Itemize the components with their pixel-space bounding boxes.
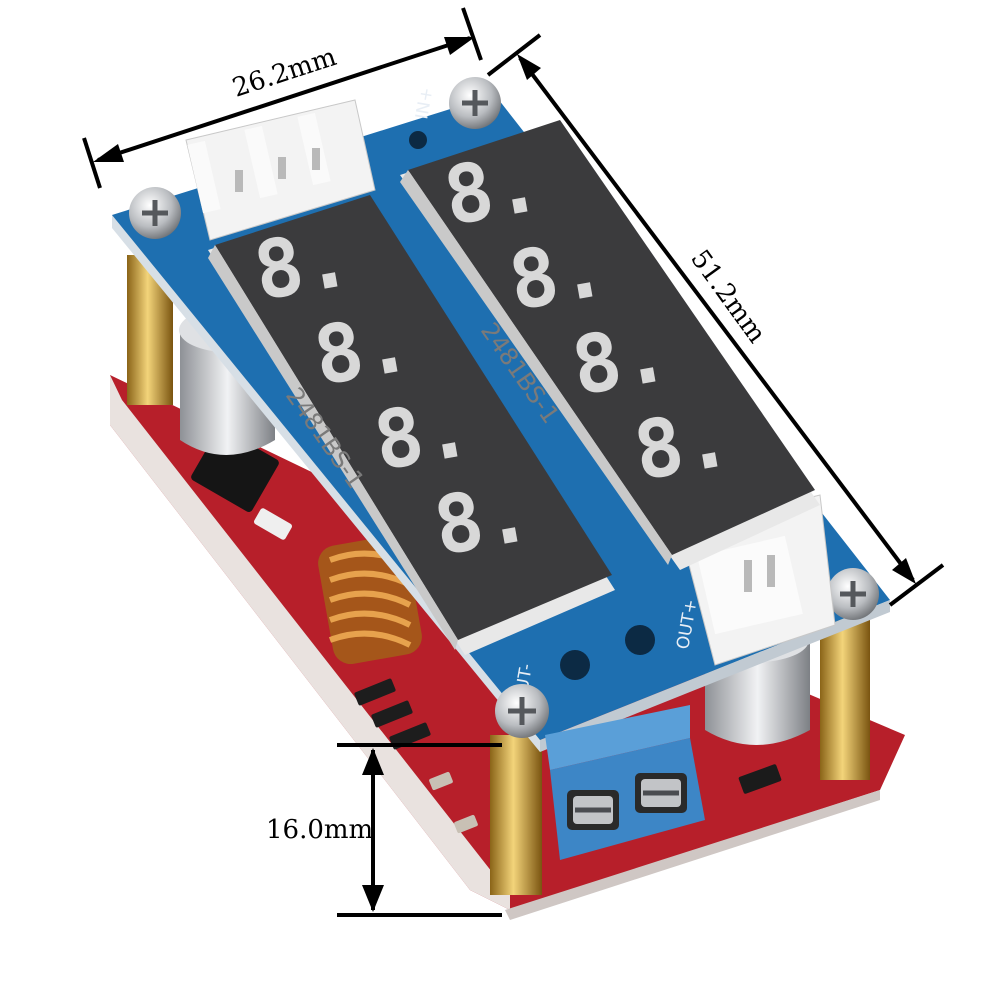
width-dimension-label: 26.2mm <box>229 42 340 104</box>
left-digit-2: 8. <box>307 295 418 403</box>
terminal-screw-1 <box>567 790 619 830</box>
right-digit-1: 8. <box>437 135 548 243</box>
input-connector <box>185 99 376 241</box>
left-digit-4: 8. <box>427 465 538 573</box>
right-led-display: 8. 8. 8. 8. 2481BS-1 <box>400 120 820 570</box>
terminal-screw-2 <box>635 773 687 813</box>
right-digit-4: 8. <box>627 390 738 498</box>
right-display-digits: 8. 8. 8. 8. <box>437 135 738 498</box>
left-led-display: 8. 8. 8. 8. 2481BS-1 <box>208 195 615 655</box>
dimension-length <box>486 33 945 607</box>
screw-top-left <box>129 187 181 239</box>
right-digit-2: 8. <box>502 220 613 328</box>
screw-bottom-left <box>495 684 549 738</box>
left-digit-1: 8. <box>247 210 358 318</box>
dimension-width <box>82 7 483 189</box>
dimension-height <box>337 743 502 917</box>
screw-bottom-right <box>827 568 879 620</box>
left-display-digits: 8. 8. 8. 8. <box>247 210 538 573</box>
brass-standoff-front-left <box>490 735 542 895</box>
height-dimension-label: 16.0mm <box>266 815 373 845</box>
screw-top-right <box>449 77 501 129</box>
right-digit-3: 8. <box>565 305 676 413</box>
screw-terminal-block <box>545 705 705 860</box>
left-digit-3: 8. <box>367 380 478 488</box>
brass-standoff-front-right <box>820 610 870 780</box>
